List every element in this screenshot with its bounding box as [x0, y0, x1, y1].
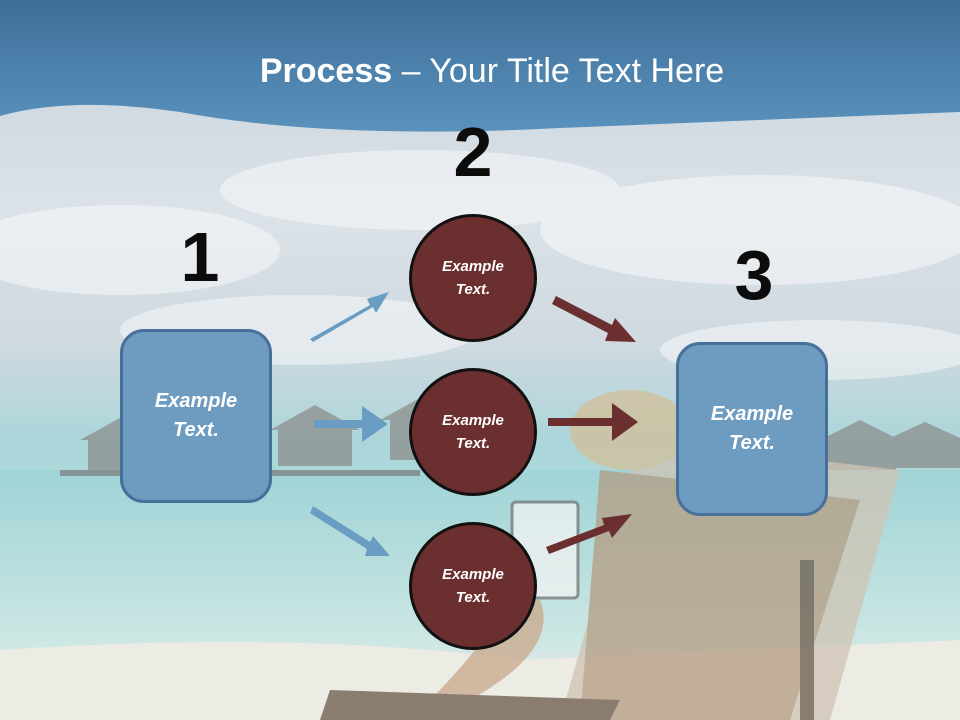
slide-title: Process – Your Title Text Here [0, 52, 960, 91]
circle-top[interactable]: Example Text. [409, 214, 537, 342]
circle-bottom[interactable]: Example Text. [409, 522, 537, 650]
step-number-1: 1 [180, 218, 220, 296]
right-text-box[interactable]: Example Text. [676, 342, 828, 516]
left-box-text: Example Text. [154, 390, 238, 441]
step-number-3: 3 [734, 236, 774, 314]
title-bold: Process [259, 52, 393, 90]
circle-bottom-text: Example Text. [442, 566, 504, 606]
arrow-red-down [552, 296, 636, 342]
right-box-text: Example Text. [710, 403, 794, 454]
title-rest: – Your Title Text Here [392, 52, 725, 90]
deck-chair-scene [320, 390, 900, 720]
arrow-blue-up [310, 292, 389, 342]
circle-top-text: Example Text. [442, 258, 504, 298]
circle-middle[interactable]: Example Text. [409, 368, 537, 496]
arrow-red-right [548, 403, 638, 441]
circle-middle-text: Example Text. [442, 412, 504, 452]
arrow-red-up [546, 514, 632, 554]
header-banner [0, 0, 960, 132]
left-text-box[interactable]: Example Text. [120, 329, 272, 503]
arrow-blue-down [310, 506, 390, 556]
step-number-2: 2 [453, 113, 493, 191]
arrow-blue-right [314, 406, 388, 442]
